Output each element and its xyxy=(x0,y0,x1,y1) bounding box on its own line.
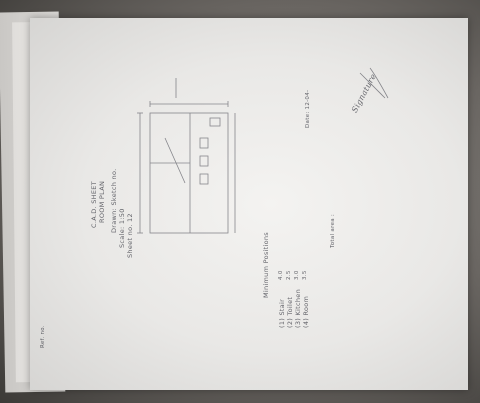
list-value-4: 3.5 xyxy=(302,270,308,280)
list-item-1: (1) Stair xyxy=(278,298,286,328)
list-value-2: 2.5 xyxy=(286,270,292,280)
side-note: Total area : xyxy=(330,213,336,248)
list-item-2: (2) Toilet xyxy=(286,296,294,328)
list-item-4: (4) Room xyxy=(302,295,310,328)
left-block-line-2: Scale: 1:50 xyxy=(118,208,126,248)
floor-plan-sketch xyxy=(137,67,389,234)
plan-outline xyxy=(149,112,229,234)
notebook-page: C.A.D. SHEET ROOM PLAN Drawn: Sketch no.… xyxy=(30,18,468,390)
list-value-1: 4.0 xyxy=(278,270,284,280)
list-value-3: 3.0 xyxy=(294,270,300,280)
date-text: Date: 12-04- xyxy=(305,89,311,128)
header-line-2: ROOM PLAN xyxy=(98,180,106,223)
list-item-3: (3) Kitchen xyxy=(294,288,302,328)
left-block-line-3: Sheet no. 12 xyxy=(126,213,134,258)
stamp-text: Ref. no. xyxy=(40,325,46,348)
section-heading: Minimum Positions xyxy=(262,232,270,298)
left-block-line-1: Drawn: Sketch no. xyxy=(110,168,118,233)
header-line-1: C.A.D. SHEET xyxy=(90,181,98,228)
